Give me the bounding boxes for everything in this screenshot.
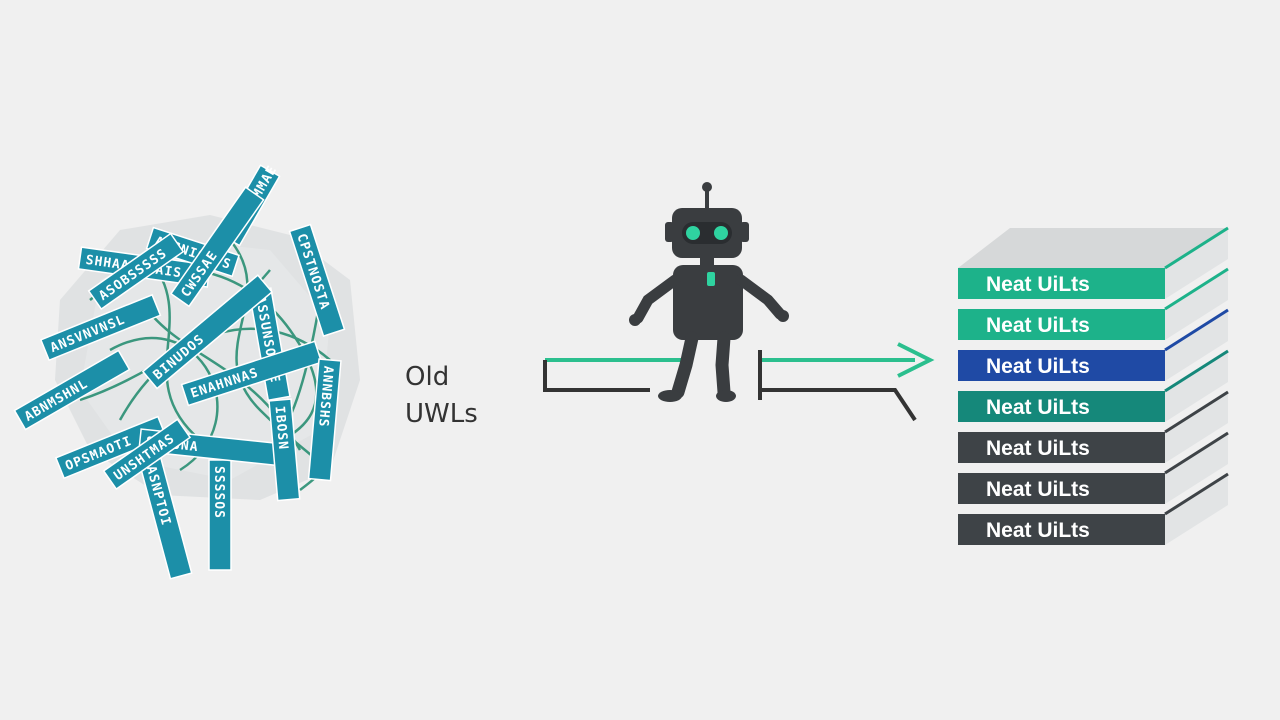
tangled-old-urls: SHHAAAAAAISACGNIOVTSCPSTNOSTAABSEHMMAEAN… bbox=[13, 163, 360, 580]
stack-row-label: Neat UiLts bbox=[986, 273, 1090, 296]
robot-eye-left bbox=[686, 226, 700, 240]
old-urls-label-line1: Old bbox=[405, 362, 449, 392]
stack-row-front bbox=[958, 473, 1165, 504]
stack-row-edge bbox=[1164, 308, 1229, 352]
url-tag-text: ANNBSHS bbox=[315, 365, 335, 428]
stack-row-side bbox=[1165, 433, 1228, 504]
stack-top-face bbox=[958, 228, 1228, 268]
robot-icon bbox=[629, 182, 789, 402]
stack-row-front bbox=[958, 432, 1165, 463]
url-tag-text: IBOSN bbox=[272, 405, 291, 450]
stack-row-edge bbox=[1164, 431, 1229, 475]
stack-row-side bbox=[1165, 310, 1228, 381]
right-arrow-icon bbox=[758, 342, 935, 422]
stack-row-edge bbox=[1164, 390, 1229, 434]
stack-row-label: Neat UiLts bbox=[986, 314, 1090, 337]
robot-eye-right bbox=[714, 226, 728, 240]
stack-row-edge bbox=[1164, 349, 1229, 393]
stack-row: Neat UiLts bbox=[958, 472, 1229, 545]
stack-row-edge bbox=[1164, 226, 1229, 270]
url-tag: ANNBSHS bbox=[307, 358, 342, 482]
url-tag: IBOSN bbox=[268, 398, 301, 502]
url-tag-text: SSSSOS bbox=[211, 466, 226, 519]
stack-row-label: Neat UiLts bbox=[986, 519, 1090, 542]
stack-row-label: Neat UiLts bbox=[986, 478, 1090, 501]
url-tag: ASNPTOI bbox=[138, 456, 193, 580]
stack-row-side bbox=[1165, 269, 1228, 340]
stack-row-side bbox=[1165, 351, 1228, 422]
url-tags-layer: SHHAAAAAAISACGNIOVTSCPSTNOSTAABSEHMMAEAN… bbox=[13, 163, 346, 580]
stack-row-edge bbox=[1164, 472, 1229, 516]
stack-row-front bbox=[958, 391, 1165, 422]
old-urls-label-line2: UWLs bbox=[405, 399, 478, 429]
stack-row-side bbox=[1165, 392, 1228, 463]
url-tag: SSSSOS bbox=[208, 459, 232, 571]
stack-row-front bbox=[958, 309, 1165, 340]
stack-row: Neat UiLts bbox=[958, 267, 1229, 340]
stack-row: Neat UiLts bbox=[958, 349, 1229, 422]
stack-row: Neat UiLts bbox=[958, 226, 1229, 299]
conveyor-left bbox=[543, 358, 690, 392]
stack-row-side bbox=[1165, 228, 1228, 299]
stack-row-label: Neat UiLts bbox=[986, 437, 1090, 460]
stack-row: Neat UiLts bbox=[958, 431, 1229, 504]
stack-row-front bbox=[958, 350, 1165, 381]
stack-row: Neat UiLts bbox=[958, 308, 1229, 381]
robot-body bbox=[673, 265, 743, 340]
stack-row-label: Neat UiLts bbox=[986, 396, 1090, 419]
stack-row-side bbox=[1165, 474, 1228, 545]
stack-row: Neat UiLts bbox=[958, 390, 1229, 463]
url-tag: ENAHNNAS bbox=[180, 340, 323, 407]
stack-row-front bbox=[958, 514, 1165, 545]
stack-row-front bbox=[958, 268, 1165, 299]
stack-row-label: Neat UiLts bbox=[986, 355, 1090, 378]
stack-row-edge bbox=[1164, 267, 1229, 311]
